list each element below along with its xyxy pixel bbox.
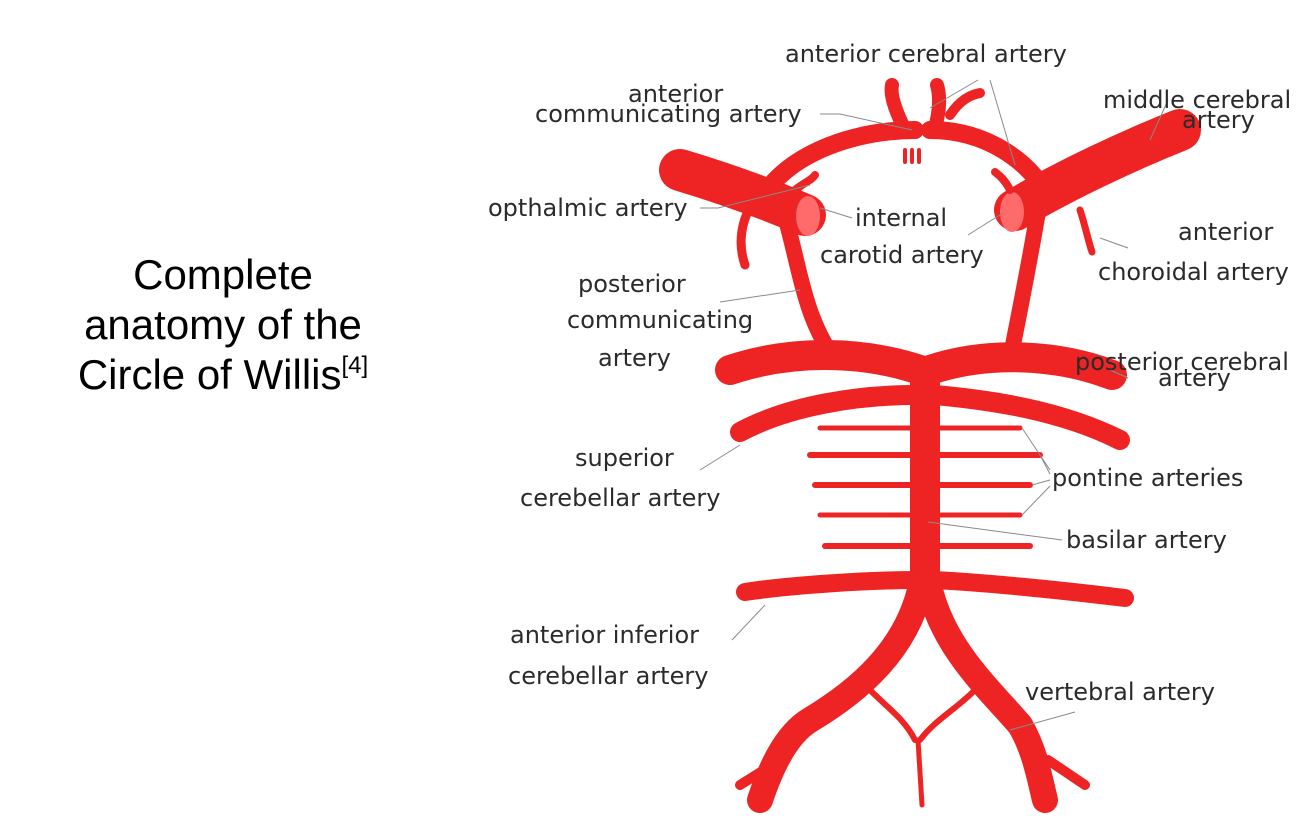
leader-basilar bbox=[928, 522, 1062, 540]
label-superior-cerebellar-2: cerebellar artery bbox=[520, 484, 720, 512]
leader-pontine-3 bbox=[1032, 480, 1050, 485]
label-anterior-choroidal-2: choroidal artery bbox=[1098, 258, 1289, 286]
ica-left-lumen bbox=[796, 196, 820, 236]
label-pontine-arteries: pontine arteries bbox=[1052, 464, 1243, 492]
aca-stem-right bbox=[935, 85, 939, 128]
anterior-spinal-right bbox=[920, 690, 975, 740]
label-posterior-cerebral-2: artery bbox=[1158, 364, 1231, 392]
clinoid-branch-right bbox=[995, 172, 1010, 190]
aica-left bbox=[745, 580, 918, 592]
label-vertebral-artery: vertebral artery bbox=[1025, 678, 1215, 706]
label-internal-carotid-1: internal bbox=[855, 204, 947, 232]
label-aica-1: anterior inferior bbox=[510, 621, 699, 649]
label-posterior-communicating-1: posterior bbox=[578, 270, 686, 298]
vertebral-artery-left bbox=[760, 590, 920, 800]
anterior-spinal-artery bbox=[918, 740, 922, 805]
label-anterior-communicating-2: communicating artery bbox=[535, 100, 802, 128]
label-posterior-communicating-3: artery bbox=[598, 344, 671, 372]
anterior-spinal-left bbox=[870, 690, 915, 740]
leader-anterior-choroidal bbox=[1100, 238, 1128, 248]
label-internal-carotid-2: carotid artery bbox=[820, 241, 984, 269]
leader-superior-cerebellar bbox=[700, 445, 740, 470]
leader-pontine-4 bbox=[1022, 486, 1050, 515]
label-opthalmic-artery: opthalmic artery bbox=[488, 194, 688, 222]
ica-right-lumen bbox=[1000, 192, 1024, 232]
leader-posterior-communicating bbox=[720, 290, 800, 302]
label-superior-cerebellar-1: superior bbox=[575, 444, 674, 472]
label-posterior-communicating-2: communicating bbox=[567, 306, 753, 334]
label-aica-2: cerebellar artery bbox=[508, 662, 708, 690]
leader-pontine-1 bbox=[1022, 428, 1050, 470]
label-anterior-choroidal-1: anterior bbox=[1178, 218, 1273, 246]
choroidal-branch bbox=[1080, 210, 1092, 252]
leader-aica bbox=[732, 605, 765, 640]
label-middle-cerebral-2: artery bbox=[1182, 106, 1255, 134]
leader-pontine-2 bbox=[1040, 455, 1050, 474]
aca-branch-right bbox=[950, 93, 980, 115]
leader-internal-carotid-right bbox=[968, 213, 1003, 235]
label-anterior-cerebral-artery: anterior cerebral artery bbox=[785, 40, 1067, 68]
sca-right bbox=[935, 395, 1120, 440]
label-basilar-artery: basilar artery bbox=[1066, 526, 1227, 554]
aica-right bbox=[932, 580, 1125, 598]
